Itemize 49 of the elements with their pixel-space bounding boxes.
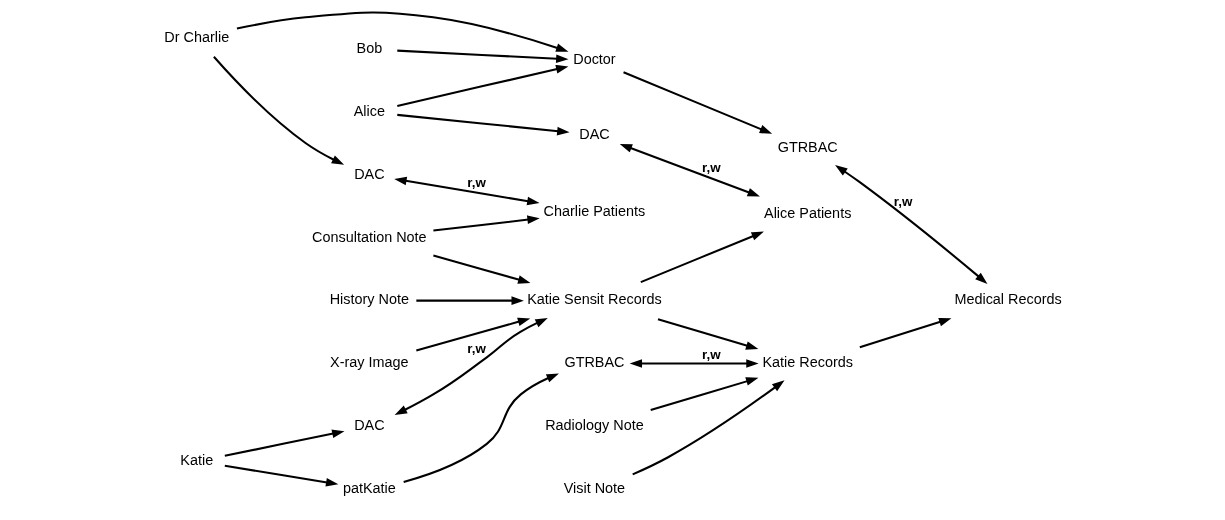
node-text: DAC [353,165,385,182]
arrow [212,56,344,165]
arrow [631,380,785,476]
node-text: X-ray Image [329,354,409,371]
node-text: Doctor [572,51,616,68]
node-text: DAC [578,125,610,142]
node-text: GTRBAC [563,354,624,371]
arrow [236,11,568,52]
edge-label: r,w [893,194,912,210]
node-text: Alice [353,102,385,119]
arrow [402,373,559,483]
node-text: Alice Patients [763,204,851,221]
arrow [224,429,344,457]
node-text: Visit Note [563,480,625,496]
node-text: Bob [356,40,382,57]
node-text: Radiology Note [544,417,644,434]
arrow [834,165,987,284]
edge-label: r,w [701,160,721,176]
arrow [629,359,759,368]
arrow [393,176,540,206]
node-text: Medical Records [953,291,1062,308]
arrow [396,64,568,107]
node-text: DAC [353,417,385,434]
node-text: Dr Charlie [163,28,229,45]
node-text: Consultation Note [311,228,427,245]
node-text: patKatie [342,480,396,496]
edge-label: r,w [466,340,486,356]
arrow [622,71,772,134]
node-text: Charlie Patients [543,202,645,219]
edge-label: r,w [466,174,486,190]
arrow [224,464,338,487]
node-text: Katie [179,452,213,469]
arrow [619,143,760,197]
arrow [639,231,764,284]
arrow [657,318,758,350]
edge-label: r,w [701,346,721,362]
node-text: Katie Sensit Records [526,291,662,308]
arrow [859,317,951,349]
arrow [396,49,568,64]
node-text: History Note [329,291,409,308]
arrow [396,113,570,136]
arrow [394,318,548,415]
node-text: GTRBAC [777,138,838,155]
arrow [432,215,540,232]
arrow [415,317,530,352]
arrow [415,296,524,305]
arrow [432,254,530,284]
arrow [649,377,758,411]
node-text: Katie Records [761,354,853,371]
